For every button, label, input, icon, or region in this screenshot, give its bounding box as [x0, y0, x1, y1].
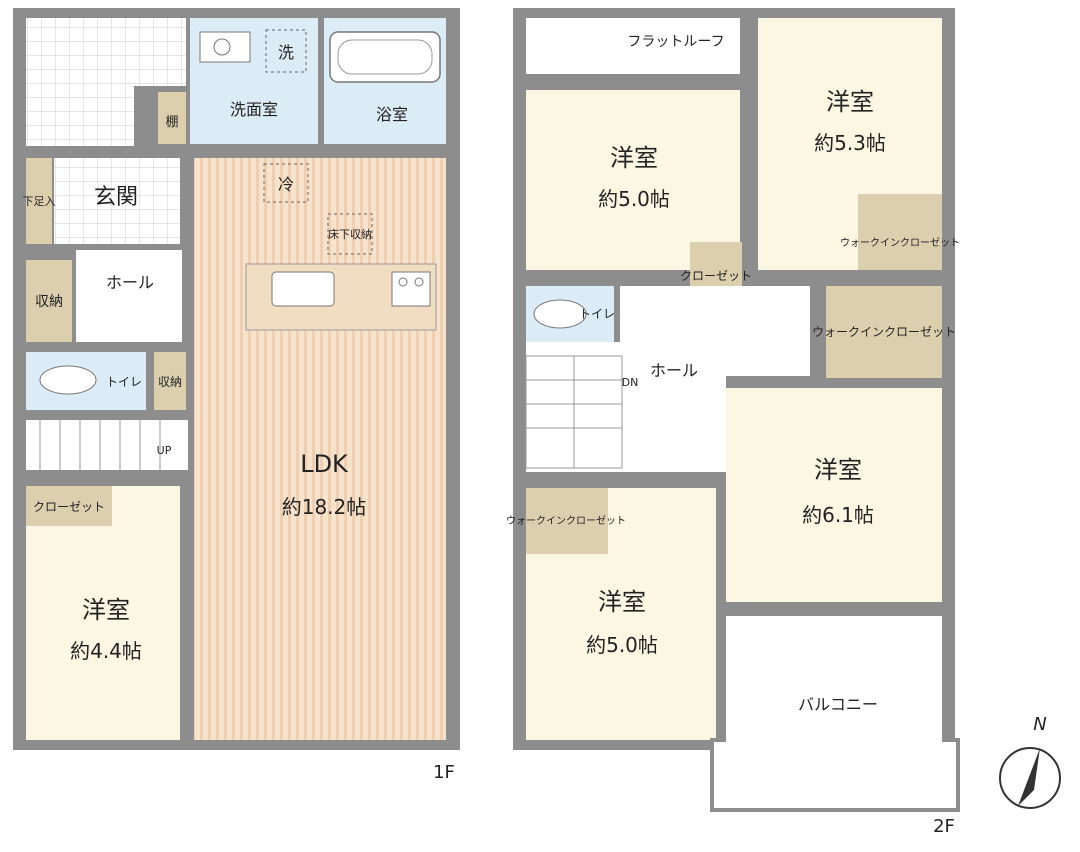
f2-wic-1-label: ウォークインクローゼット: [840, 237, 960, 249]
f2-floor-label: 2F: [933, 816, 955, 837]
floor2-plan: フラットルーフ 洋室 約5.0帖 洋室 約5.3帖 ウォークインクローゼット ク…: [506, 8, 960, 837]
f2-wic-2-label: ウォークインクローゼット: [812, 325, 956, 339]
hall-area: [76, 250, 182, 342]
f1-ldk-label: LDK: [300, 450, 349, 478]
compass-label: N: [1033, 714, 1046, 735]
f1-shelf-label: 棚: [165, 115, 178, 130]
f1-bath-label: 浴室: [376, 105, 408, 124]
western-room-area: [26, 486, 180, 740]
flat-roof-area: [526, 18, 740, 74]
shoe-box-area: [26, 158, 52, 244]
f2-balcony-label: バルコニー: [798, 695, 878, 714]
shelf-area: [158, 92, 186, 144]
f2-room-b-size: 約5.3帖: [814, 131, 886, 155]
f1-floor-label: 1F: [433, 762, 455, 783]
room-c-area: [726, 388, 942, 602]
f1-ldk-size: 約18.2帖: [282, 495, 367, 519]
f1-entrance-label: 玄関: [94, 185, 138, 210]
f1-western-room-label: 洋室: [82, 596, 130, 624]
f2-flat-roof-label: フラットルーフ: [627, 34, 724, 50]
f2-room-a-size: 約5.0帖: [598, 187, 670, 211]
f2-room-c-label: 洋室: [814, 456, 862, 484]
f1-up-label: UP: [157, 444, 172, 457]
f1-western-room-size: 約4.4帖: [70, 639, 142, 663]
storage-small-area: [154, 352, 186, 410]
f1-shoe-box-label: 下足入: [23, 195, 56, 208]
wic-2-area: [826, 286, 942, 378]
ldk-area: [194, 158, 446, 740]
f1-storage-left-label: 収納: [35, 294, 63, 310]
f2-dn-label: DN: [622, 376, 639, 389]
f1-underfloor-label: 床下収納: [328, 227, 372, 241]
f1-fridge-label: 冷: [278, 175, 294, 194]
north-arrow-icon: N: [999, 714, 1061, 809]
f2-room-d-label: 洋室: [598, 588, 646, 616]
wic-1-area: [858, 194, 942, 270]
f1-storage-small-label: 収納: [158, 375, 182, 389]
closet-area: [26, 486, 112, 526]
toilet-icon: [39, 365, 97, 395]
stairs-area: [26, 420, 188, 470]
sink-icon: [199, 31, 251, 63]
f2-closet-label: クローゼット: [680, 269, 752, 283]
f2-wic-3-label: ウォークインクローゼット: [506, 515, 626, 527]
terrace-tile: [26, 18, 134, 146]
room-a-area: [526, 90, 740, 270]
f2-room-c-size: 約6.1帖: [802, 503, 874, 527]
f1-toilet-label: トイレ: [106, 375, 142, 389]
f1-washer-label: 洗: [278, 43, 294, 62]
f2-toilet-label: トイレ: [579, 307, 615, 321]
f2-room-d-size: 約5.0帖: [586, 633, 658, 657]
f2-hall-label: ホール: [650, 361, 698, 380]
f2-room-b-label: 洋室: [826, 88, 874, 116]
f1-closet-label: クローゼット: [33, 500, 105, 514]
f1-hall-label: ホール: [106, 273, 154, 292]
floor1-plan: 洗 洗面室 浴室 棚 玄関 下足入 冷 床下収納 ホール 収納 トイレ 収納 U…: [13, 8, 460, 783]
f2-room-a-label: 洋室: [610, 144, 658, 172]
f1-washroom-label: 洗面室: [230, 100, 278, 119]
stove-icon: [391, 271, 431, 307]
storage-left-area: [26, 260, 72, 342]
toilet2-icon: [533, 299, 587, 329]
entrance-area: [54, 158, 180, 244]
bathtub-icon: [329, 31, 441, 83]
wic-3-area: [526, 488, 608, 554]
